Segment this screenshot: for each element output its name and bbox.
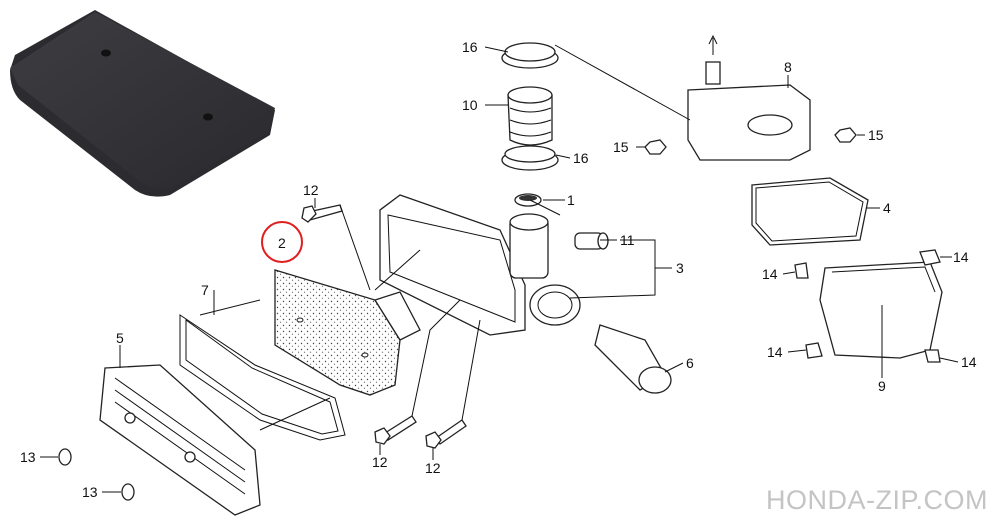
callout-14: 14 [961,354,977,370]
highlight-circle [261,221,303,263]
part-10-funnel [507,86,553,146]
part-16-clamp-bottom [501,145,559,171]
callout-9: 9 [878,378,886,394]
callout-10: 10 [462,97,478,113]
part-4-gasket [751,177,869,246]
callout-12: 12 [303,182,319,198]
part-2-filter-element [274,269,421,396]
callout-1: 1 [567,192,575,208]
leader-lines [40,44,959,493]
part-15-nut-right [834,127,857,143]
callout-14: 14 [767,344,783,360]
callout-7: 7 [201,282,209,298]
callout-14: 14 [762,266,778,282]
callout-13: 13 [20,449,36,465]
callout-12: 12 [425,460,441,476]
callout-15: 15 [868,127,884,143]
part-15-nut-left [644,139,667,155]
part-16-clamp-top [501,42,559,69]
filter-photo [10,10,275,197]
part-8-cover [687,34,811,161]
part-6-tube [594,324,672,394]
callout-3: 3 [676,260,684,276]
callout-4: 4 [883,200,891,216]
part-11-pipe [574,232,609,250]
callout-8: 8 [784,59,792,75]
callout-13: 13 [82,484,98,500]
part-13-screws [58,448,135,501]
part-3-air-cleaner-case [379,194,581,336]
callout-12: 12 [372,454,388,470]
callout-6: 6 [686,355,694,371]
callout-2: 2 [278,235,286,251]
part-14-clips [794,249,941,363]
callout-15: 15 [613,139,629,155]
part-9-sub-chamber [819,261,943,359]
callout-16: 16 [573,150,589,166]
part-12-bolts [301,204,467,449]
part-5-cover [99,364,261,516]
watermark: HONDA-ZIP.COM [765,485,988,515]
callout-5: 5 [116,330,124,346]
callout-16: 16 [462,39,478,55]
part-7-gasket [179,314,346,441]
part-1-grommet [514,193,542,207]
callout-11: 11 [620,232,635,248]
callout-14: 14 [953,249,969,265]
